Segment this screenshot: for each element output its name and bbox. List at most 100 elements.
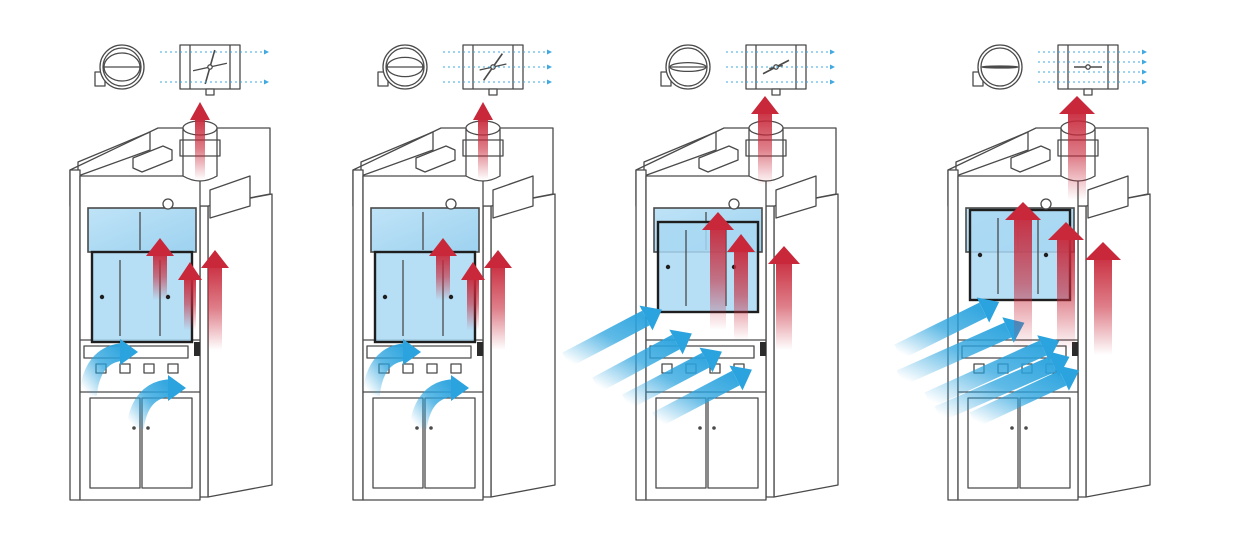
control-box [1010,145,1051,173]
exhaust-head [727,234,755,252]
panel-step-2 [352,44,556,501]
sash-handle-right [1043,252,1049,258]
intake-head [1047,351,1070,377]
sash-handle-left [382,294,388,300]
flow-arrowhead [1142,49,1147,55]
blade-pivot [207,64,213,70]
intake-airflow-arrow [79,339,138,397]
exhaust-head [1059,96,1095,114]
exhaust-head [190,102,210,120]
exhaust-housing [492,175,534,219]
intake-head [729,365,752,391]
damper-section-icon [1038,44,1147,96]
exhaust-head [768,246,800,264]
exhaust-airflow-arrow [1059,96,1095,200]
exhaust-airflow-arrow [461,262,485,330]
panel-step-1 [69,44,273,501]
exhaust-shaft [208,266,222,350]
intake-shaft [894,302,987,360]
exhaust-head [473,102,493,120]
outlet [143,363,155,374]
exhaust-shaft [1094,258,1112,355]
exhaust-housing [1087,175,1129,219]
cabinet-door-left [372,397,424,489]
damper-front-icon [377,44,428,90]
cabinet-door-right [424,397,476,489]
outlet [426,363,438,374]
exhaust-airflow-arrow [1085,242,1121,355]
cabinet-door-left [89,397,141,489]
flow-arrowhead [830,79,835,85]
exhaust-shaft [467,278,479,330]
exhaust-airflow-arrow [484,250,512,350]
sash-pulley [445,198,457,210]
intake-head [1057,365,1080,391]
control-box [415,145,456,173]
exhaust-shaft [436,254,450,300]
exhaust-airflow-arrow [768,246,800,350]
exhaust-head [146,238,174,256]
intake-shaft [562,310,650,368]
cabinet-door-right [1019,397,1071,489]
exhaust-shaft [478,118,488,180]
damper-ring-inner [668,47,708,87]
exhaust-shaft [491,266,505,350]
exhaust-head [484,250,512,268]
sash-handle-left [977,252,983,258]
intake-shaft [896,322,1012,386]
exhaust-shaft [184,278,196,330]
intake-airflow-arrow [592,329,692,393]
exhaust-head [702,212,734,230]
intake-head [639,305,662,331]
intake-airflow-arrow [409,375,469,430]
exhaust-head [751,96,779,114]
upper-window [370,207,480,253]
damper-front-icon [94,44,145,90]
damper-section-icon [443,44,552,96]
flow-arrowhead [547,64,552,70]
left-post [352,169,364,501]
damper-ring-inner [102,47,142,87]
intake-shaft [969,370,1067,428]
intake-airflow-arrow [622,347,722,410]
control-panel [477,342,483,356]
intake-shaft [79,343,124,397]
exhaust-airflow-arrow [178,262,202,330]
exhaust-airflow-arrow [702,212,734,330]
exhaust-shaft [195,118,205,180]
control-box [698,145,739,173]
intake-head [168,375,186,401]
control-panel [194,342,200,356]
flow-arrowhead [264,49,269,55]
sash [373,250,477,344]
intake-airflow-arrow [894,297,1000,360]
exhaust-head [178,262,202,280]
damper-section-icon [160,44,269,96]
exhaust-housing [209,175,251,219]
upper-window [87,207,197,253]
exhaust-airflow-arrow [201,250,229,350]
panel-step-3 [562,44,839,501]
flow-arrowhead [1142,79,1147,85]
intake-shaft [409,379,455,430]
exhaust-airflow-arrow [190,102,210,180]
flow-arrowhead [830,64,835,70]
outlet [402,363,414,374]
exhaust-shaft [776,262,792,350]
door-knob-right [1024,426,1028,430]
exhaust-airflow-arrow [1005,202,1041,350]
outlet [119,363,131,374]
exhaust-housing [775,175,817,219]
flow-arrowhead [264,79,269,85]
exhaust-shaft [758,112,772,185]
cabinet-door-right [141,397,193,489]
sash-handle-left [665,264,671,270]
intake-shaft [924,340,1047,408]
control-panel [760,342,766,356]
side-panel-edge [482,205,492,498]
exhaust-shaft [1068,112,1086,200]
flow-arrowhead [1142,69,1147,75]
exhaust-shaft [153,254,167,300]
exhaust-airflow-arrow [429,238,457,300]
